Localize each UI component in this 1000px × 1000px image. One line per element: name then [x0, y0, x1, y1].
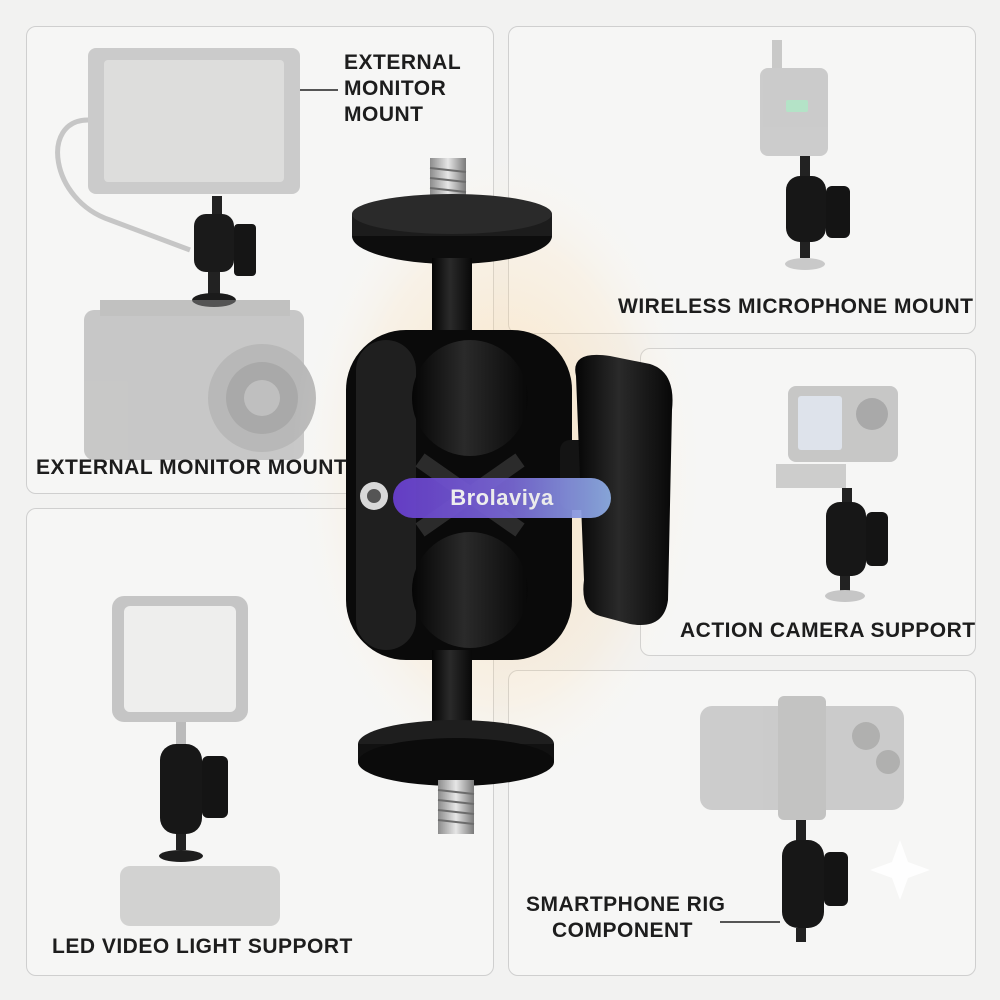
action-camera-device — [776, 386, 898, 488]
label-led-video-light-support: LED VIDEO LIGHT SUPPORT — [52, 935, 353, 958]
monitor-small-mount — [192, 196, 256, 307]
action-camera-mount — [825, 488, 888, 602]
label-line: MONITOR — [344, 77, 447, 100]
label-action-camera-support: ACTION CAMERA SUPPORT — [680, 619, 976, 642]
camera-body-faded — [120, 866, 280, 926]
sparkle-icon — [870, 840, 930, 900]
label-line: SMARTPHONE RIG — [526, 893, 726, 916]
label-line: COMPONENT — [552, 919, 693, 942]
label-line: MOUNT — [344, 103, 424, 126]
smartphone-device — [700, 696, 904, 820]
wireless-mic-mount — [785, 156, 850, 270]
label-smartphone-rig-component: SMARTPHONE RIG COMPONENT — [526, 892, 726, 944]
smartphone-mount — [782, 820, 848, 942]
label-line: EXTERNAL — [344, 51, 462, 74]
label-wireless-microphone-mount: WIRELESS MICROPHONE MOUNT — [618, 295, 974, 318]
led-light-device — [112, 596, 248, 722]
led-light-mount — [159, 722, 228, 862]
monitor-device — [55, 48, 300, 253]
label-external-monitor-callout: EXTERNAL MONITOR MOUNT — [344, 50, 461, 128]
camera-cage — [84, 300, 316, 460]
brand-watermark: Brolaviya — [393, 478, 611, 518]
wireless-mic-device — [760, 40, 828, 156]
label-external-monitor-mount: EXTERNAL MONITOR MOUNT — [36, 456, 348, 479]
